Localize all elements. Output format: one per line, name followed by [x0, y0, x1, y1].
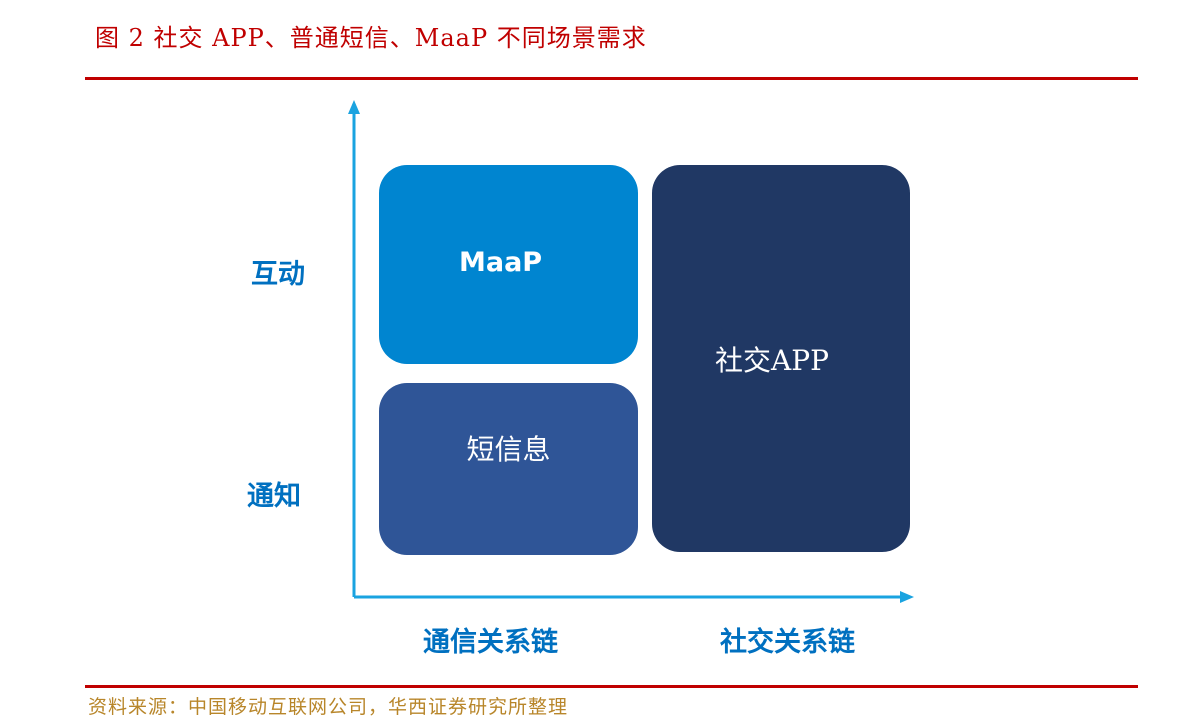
- y-label-notification: 通知: [247, 481, 301, 512]
- x-label-communication: 通信关系链: [423, 627, 558, 658]
- box-maap-label: MaaP: [459, 247, 543, 278]
- x-axis-arrow-icon: [900, 591, 914, 603]
- box-maap: MaaP: [379, 165, 638, 364]
- y-axis-arrow-icon: [348, 100, 360, 114]
- box-sms-label: 短信息: [466, 433, 551, 466]
- figure-title: 图 2 社交 APP、普通短信、MaaP 不同场景需求: [95, 24, 647, 52]
- y-label-interaction: 互动: [251, 259, 305, 290]
- box-social-app-label: 社交APP: [715, 343, 829, 377]
- box-social-app: 社交APP: [652, 165, 910, 552]
- source-note: 资料来源：中国移动互联网公司，华西证券研究所整理: [88, 696, 569, 718]
- source-divider: [85, 685, 1138, 688]
- box-sms: 短信息: [379, 383, 638, 555]
- x-label-social: 社交关系链: [720, 627, 855, 658]
- title-divider: [85, 77, 1138, 80]
